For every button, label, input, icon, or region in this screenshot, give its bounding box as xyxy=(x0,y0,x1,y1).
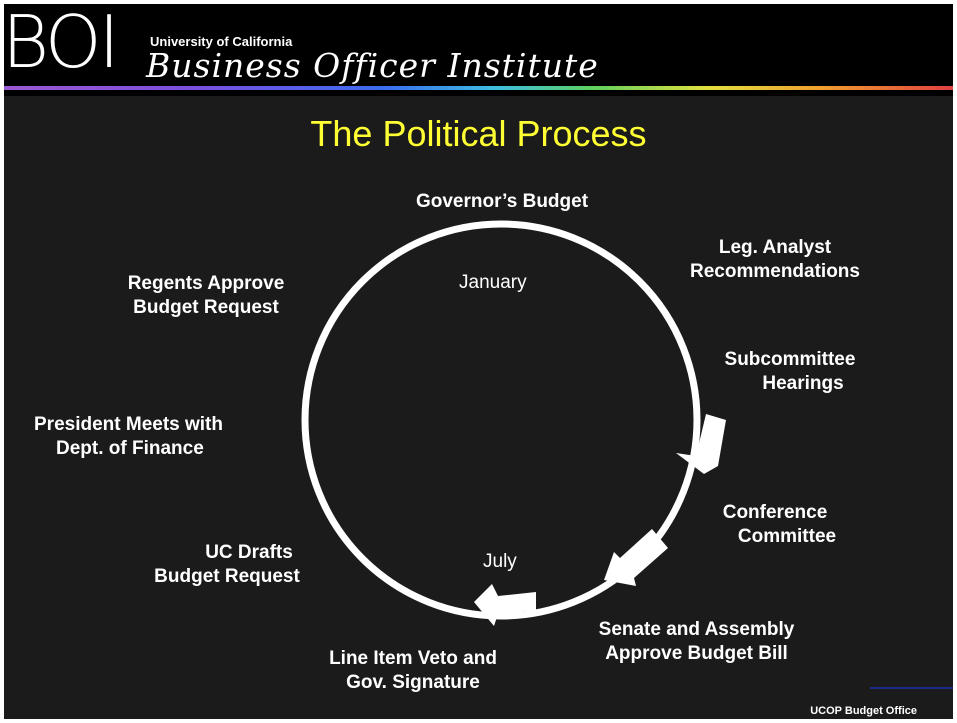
cycle-arrow-3 xyxy=(474,584,536,626)
corner-divider xyxy=(870,687,953,689)
step-president-meets: President Meets with Dept. of Finance xyxy=(34,414,223,459)
step-governors-budget: Governor’s Budget xyxy=(415,191,589,212)
cycle-arrow-2 xyxy=(604,529,668,586)
cycle-diagram xyxy=(301,220,726,626)
logo-name: Business Officer Institute xyxy=(146,46,599,85)
logo-org: University of California xyxy=(150,34,293,49)
slide-title: The Political Process xyxy=(310,113,647,154)
step-leg-analyst: Leg. Analyst Recommendations xyxy=(690,237,860,282)
step-senate-assembly: Senate and Assembly Approve Budget Bill xyxy=(598,619,795,664)
header-banner: BOI University of California Business Of… xyxy=(4,4,953,96)
footer-label: UCOP Budget Office xyxy=(810,705,917,717)
cycle-circle xyxy=(301,220,701,620)
month-july: July xyxy=(483,551,517,572)
step-line-item-veto: Line Item Veto and Gov. Signature xyxy=(329,648,497,693)
step-regents-approve: Regents Approve Budget Request xyxy=(127,273,285,318)
rainbow-divider xyxy=(4,86,953,90)
logo-boi: BOI xyxy=(4,4,120,84)
step-uc-drafts: UC Drafts Budget Request xyxy=(154,542,300,587)
step-subcommittee: Subcommittee Hearings xyxy=(724,349,856,394)
cycle-arrow-1 xyxy=(676,414,726,474)
step-conference: Conference Committee xyxy=(722,502,837,547)
month-january: January xyxy=(459,272,527,293)
slide: BOI University of California Business Of… xyxy=(4,4,953,719)
